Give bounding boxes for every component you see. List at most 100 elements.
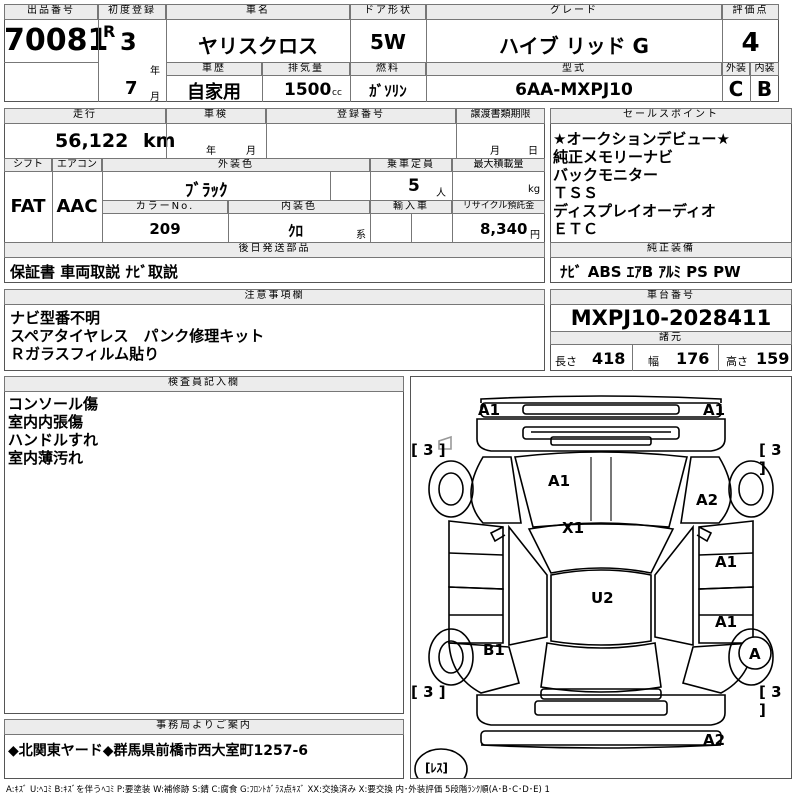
mileage-value: 56,122	[55, 130, 129, 152]
mark-windshield: X1	[562, 519, 585, 537]
reg-no-label: 登録番号	[266, 108, 456, 124]
first-reg-label: 初度登録	[98, 4, 166, 20]
capacity-label: 乗車定員	[370, 158, 452, 172]
exterior-grade-value: C	[728, 77, 744, 101]
ext-color-value: ﾌﾞﾗｯｸ	[185, 181, 228, 201]
score-value: 4	[741, 28, 760, 58]
year-suffix: 年	[150, 66, 160, 77]
month-value: 7	[125, 78, 138, 99]
width-value: 176	[676, 349, 710, 368]
mark-right-front-fender: A2	[696, 491, 719, 509]
width-label: 幅	[648, 355, 659, 368]
history-label: 車歴	[166, 62, 262, 76]
car-outline	[414, 395, 774, 778]
length-label: 長さ	[555, 355, 577, 368]
recycle-value: 8,340	[480, 220, 528, 238]
late-parts-text: 保証書 車両取説 ﾅﾋﾞ取説	[10, 263, 178, 281]
office-text: ◆北関東ヤード◆群馬県前橋市西大室町1257-6	[8, 743, 309, 759]
mark-rear-bumper: A2	[703, 731, 726, 749]
inspection-month-suffix: 月	[246, 146, 256, 157]
length-value: 418	[592, 349, 626, 368]
tire-front-left: [ 3 ]	[411, 441, 446, 459]
mark-left-rear-fender: B1	[483, 641, 505, 659]
mileage-label: 走行	[4, 108, 166, 124]
month-suffix: 月	[150, 92, 160, 103]
legend-text: A:ｷｽﾞ U:ﾍｺﾐ B:ｷｽﾞを伴うﾍｺﾐ P:要塗装 W:補修跡 S:錆 …	[6, 785, 550, 795]
sales-point: ＴＳＳ	[553, 184, 599, 202]
inspector-notes: コンソール傷 室内内張傷 ハンドルすれ 室内薄汚れ	[8, 395, 398, 467]
exterior-label: 外装	[722, 62, 750, 76]
note-line: Ｒガラスフィルム貼り	[10, 345, 160, 363]
ext-color-label: 外装色	[102, 158, 370, 172]
capacity-value: 5	[408, 176, 420, 196]
tire-rear-left: [ 3 ]	[411, 683, 446, 701]
fuel-label: 燃料	[350, 62, 426, 76]
notes-list: ナビ型番不明 スペアタイヤレス パンク修理キット Ｒガラスフィルム貼り	[10, 309, 540, 363]
displacement-label: 排気量	[262, 62, 350, 76]
late-parts-label: 後日発送部品	[4, 242, 545, 258]
sales-point: 純正メモリーナビ	[553, 148, 674, 166]
grade-value: ハイブ リッド G	[499, 34, 649, 58]
mark-right-rear-door: A1	[715, 613, 738, 631]
inspection-label: 車検	[166, 108, 266, 124]
mark-hood: A1	[548, 472, 571, 490]
height-value: 159	[756, 349, 790, 368]
chassis-no-value: MXPJ10-2028411	[570, 306, 772, 330]
color-no-label: カラーNo.	[102, 200, 228, 214]
displacement-value: 1500	[284, 80, 332, 100]
history-value: 自家用	[187, 82, 241, 103]
sales-points-label: セールスポイント	[550, 108, 792, 124]
shift-label: シフト	[4, 158, 52, 172]
sales-point: ＥＴＣ	[553, 220, 599, 238]
sales-point: バックモニター	[553, 166, 659, 184]
kg-unit: kg	[528, 184, 541, 195]
office-label: 事務局よりご案内	[4, 719, 404, 735]
mark-roof: U2	[591, 589, 614, 607]
note-line: ナビ型番不明	[10, 309, 101, 327]
inspector-note: 室内内張傷	[8, 413, 84, 431]
import-label: 輸入車	[370, 200, 452, 214]
score-label: 評価点	[722, 4, 779, 20]
inspector-note: コンソール傷	[8, 395, 99, 413]
height-label: 高さ	[726, 355, 748, 368]
aircon-value: AAC	[56, 196, 98, 217]
recycle-label: リサイクル預託金	[452, 200, 545, 214]
mark-front-right: A1	[703, 401, 726, 419]
grade-label: グレード	[426, 4, 722, 20]
deadline-month-suffix: 月	[490, 146, 500, 157]
spare-tire: [ﾚｽ]	[425, 761, 448, 775]
car-name-value: ヤリスクロス	[198, 34, 318, 58]
model-code-value: 6AA-MXPJ10	[515, 80, 633, 100]
lot-no-label: 出品番号	[4, 4, 98, 20]
inspector-note: ハンドルすれ	[8, 431, 99, 449]
fuel-value: ｶﾞｿﾘﾝ	[369, 82, 407, 100]
mark-front-left: A1	[478, 401, 501, 419]
car-name-label: 車名	[166, 4, 350, 20]
km-unit: km	[143, 130, 176, 152]
person-unit: 人	[436, 188, 446, 199]
lot-no-value: 70081	[4, 23, 109, 58]
shift-value: FAT	[10, 196, 46, 217]
door-label: ドア形状	[350, 4, 426, 20]
std-equipment-label: 純正装備	[550, 242, 792, 258]
chassis-no-label: 車台番号	[550, 289, 792, 305]
mark-right-front-door: A1	[715, 553, 738, 571]
tire-front-right: [ 3 ]	[759, 441, 782, 477]
door-value: 5W	[370, 30, 406, 54]
sales-points-list: ★オークションデビュー★ 純正メモリーナビ バックモニター ＴＳＳ ディスプレイ…	[553, 130, 791, 238]
inspector-note: 室内薄汚れ	[8, 449, 84, 467]
max-load-label: 最大積載量	[452, 158, 545, 172]
specs-label: 諸元	[550, 331, 792, 345]
mark-right-rear-wheel: A	[749, 645, 761, 663]
car-diagram: A1 A1 A1 A2 X1 A1 U2 A1 B1 A A2 [ 3 ] [ …	[410, 376, 792, 779]
int-color-value: ｸﾛ	[288, 222, 304, 240]
aircon-label: エアコン	[52, 158, 102, 172]
era-label: R	[103, 22, 116, 41]
interior-label: 内装	[750, 62, 779, 76]
interior-grade-value: B	[756, 77, 773, 101]
inspector-label: 検査員記入欄	[4, 376, 404, 392]
std-equipment-text: ﾅﾋﾞ ABS ｴｱB ｱﾙﾐ PS PW	[560, 263, 741, 281]
tire-rear-right: [ 3 ]	[759, 683, 782, 719]
sales-point: ディスプレイオーディオ	[553, 202, 716, 220]
yen-unit: 円	[530, 230, 540, 241]
